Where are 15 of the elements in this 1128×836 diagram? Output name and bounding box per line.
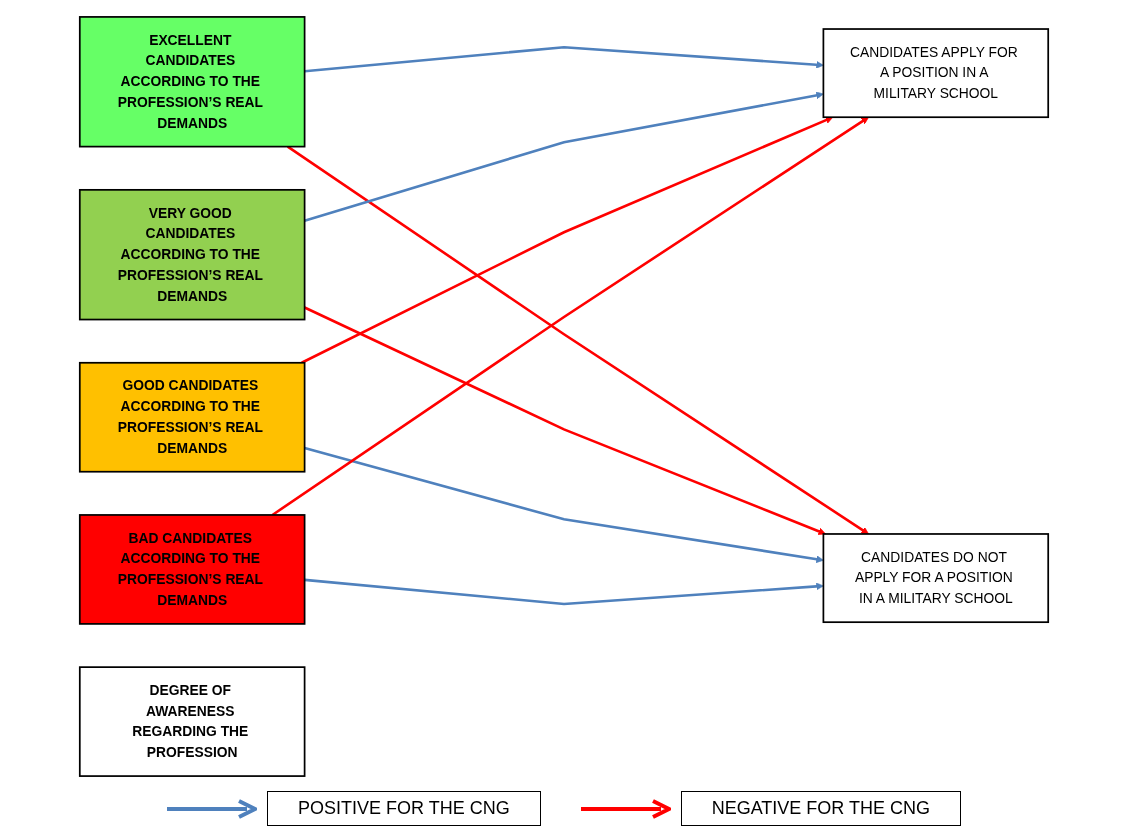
node-box: CANDIDATES DO NOT APPLY FOR A POSITION IN A MILITARY SCHOOL [822,533,1050,624]
node-box: BAD CANDIDATES ACCORDING TO THE PROFESSION’S REAL DEMANDS [78,514,306,625]
arrow [304,306,826,535]
node-box: GOOD CANDIDATES ACCORDING TO THE PROFESSION’S REAL DEMANDS [78,361,306,473]
arrow [304,45,824,73]
node-box: VERY GOOD CANDIDATES ACCORDING TO THE PROFESSION’S REAL DEMANDS [78,189,306,321]
arrow [301,116,834,364]
node-box: DEGREE OF AWARENESS REGARDING THE PROFESSION [78,666,306,777]
node-box: EXCELLENT CANDIDATES ACCORDING TO THE PROFESSION’S REAL DEMANDS [78,16,306,148]
arrow [304,578,824,606]
node-box: CANDIDATES APPLY FOR A POSITION IN A MILITARY SCHOOL [822,28,1050,119]
legend-label: NEGATIVE FOR THE CNG [680,791,962,826]
arrow [304,446,824,563]
arrow [304,91,824,222]
legend-label: POSITIVE FOR THE CNG [266,791,541,826]
